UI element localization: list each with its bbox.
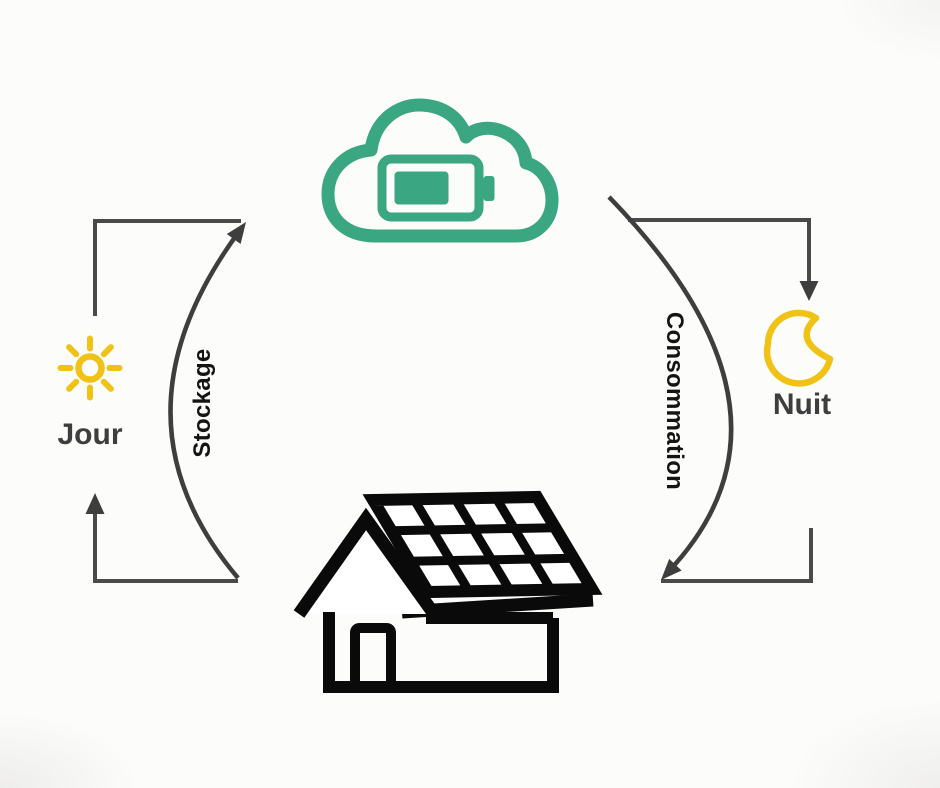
night-label: Nuit <box>772 388 832 421</box>
cloud-to-night-bracket <box>628 218 819 301</box>
solar-panel-grid <box>391 495 574 594</box>
consumption-label: Consommation <box>661 311 688 491</box>
house-gable <box>293 507 440 618</box>
sun-icon <box>57 335 123 401</box>
day-top-bracket <box>93 219 241 316</box>
storage-curve-arrow <box>168 222 246 580</box>
house-walls <box>323 612 559 693</box>
cloud-battery-icon <box>321 98 559 243</box>
storage-label: Stockage <box>189 348 216 458</box>
consumption-curve-arrow <box>607 195 734 580</box>
battery-body <box>377 154 484 222</box>
night-bottom-bracket <box>661 528 813 583</box>
arrow-up-icon <box>85 493 105 514</box>
arrowhead-up-right-icon <box>226 222 246 244</box>
battery-terminal <box>483 176 495 201</box>
moon-icon <box>763 309 834 387</box>
day-label: Jour <box>57 418 123 451</box>
house-to-day-bracket <box>85 493 238 583</box>
battery-charge-level <box>394 171 449 205</box>
house-door <box>350 623 396 692</box>
arrowhead-down-left-icon <box>661 558 682 580</box>
house-solar-panels-icon <box>293 490 603 693</box>
arrow-down-icon <box>799 281 819 301</box>
